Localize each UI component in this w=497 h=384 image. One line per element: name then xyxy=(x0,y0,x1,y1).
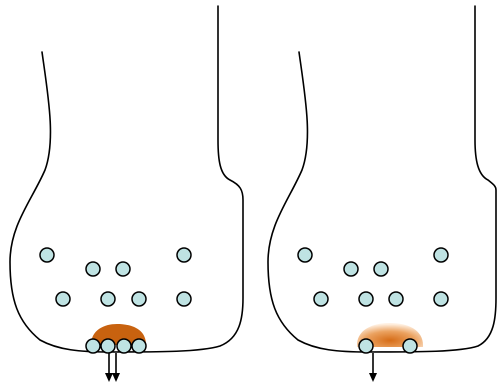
docked-vesicle xyxy=(132,339,146,353)
vesicle xyxy=(56,292,70,306)
release-arrow-head xyxy=(112,373,120,382)
vesicle xyxy=(116,262,130,276)
left-terminal-outline xyxy=(10,6,243,352)
vesicle xyxy=(40,248,54,262)
left-release-arrows xyxy=(105,353,120,382)
vesicle xyxy=(314,292,328,306)
vesicle xyxy=(101,292,115,306)
vesicle xyxy=(374,262,388,276)
vesicle xyxy=(177,292,191,306)
right-release-arrows xyxy=(369,353,377,382)
right-terminal-panel xyxy=(268,6,496,382)
vesicle xyxy=(177,248,191,262)
vesicle xyxy=(359,292,373,306)
right-terminal-outline xyxy=(268,6,496,352)
vesicle xyxy=(132,292,146,306)
vesicle xyxy=(344,262,358,276)
docked-vesicle xyxy=(359,339,373,353)
left-terminal-panel xyxy=(10,6,243,382)
left-vesicle-pool xyxy=(40,248,191,306)
vesicle xyxy=(298,248,312,262)
docked-vesicle xyxy=(117,339,131,353)
docked-vesicle xyxy=(101,339,115,353)
vesicle xyxy=(389,292,403,306)
vesicle xyxy=(86,262,100,276)
docked-vesicle xyxy=(86,339,100,353)
docked-vesicle xyxy=(403,339,417,353)
vesicle xyxy=(434,292,448,306)
release-arrow-head xyxy=(369,373,377,382)
release-arrow-head xyxy=(105,373,113,382)
right-vesicle-pool xyxy=(298,248,448,306)
vesicle xyxy=(434,248,448,262)
